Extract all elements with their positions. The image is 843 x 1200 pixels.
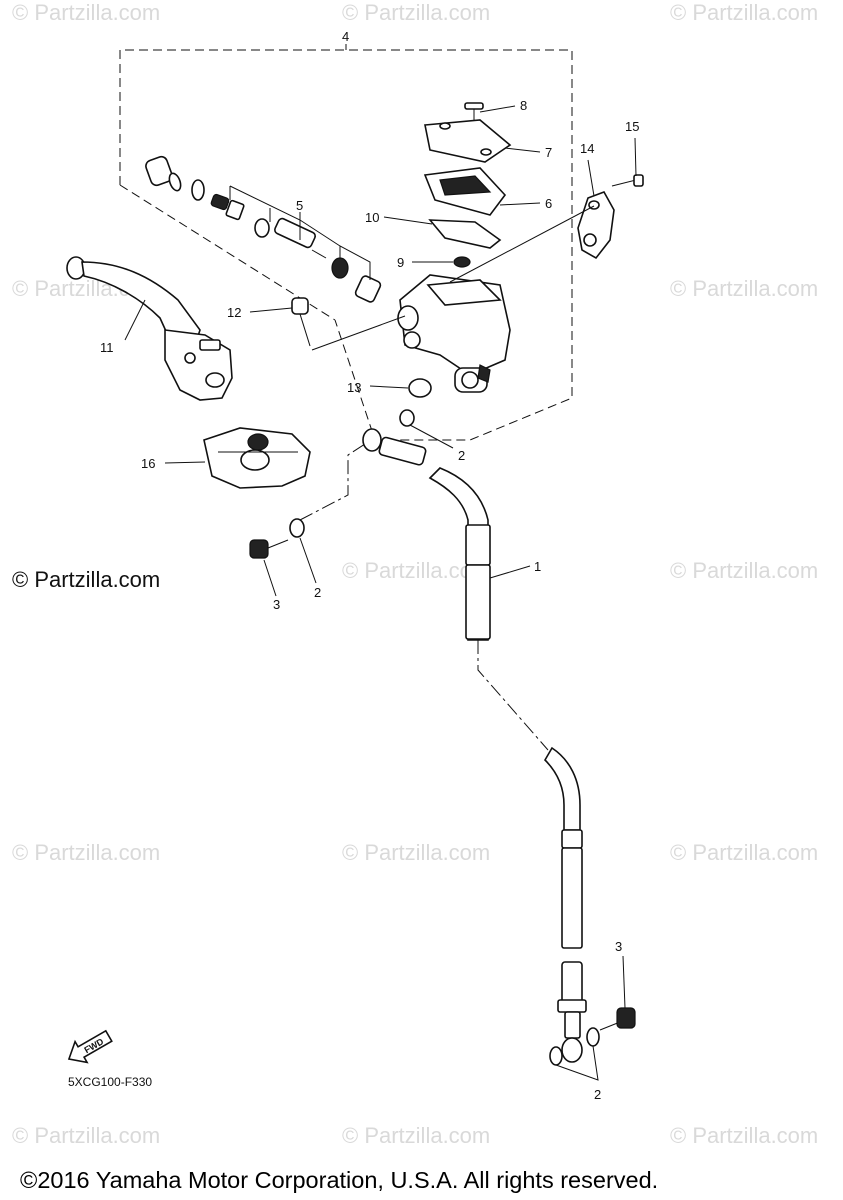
watermark: © Partzilla.com [342, 840, 490, 865]
watermark: © Partzilla.com [670, 0, 818, 25]
leader-lines [124, 105, 637, 1009]
brake-hose [362, 409, 587, 1039]
watermark: © Partzilla.com [12, 840, 160, 865]
watermark-prominent: © Partzilla.com [12, 567, 160, 592]
clamp-and-bolt [449, 174, 644, 283]
callout-15: 15 [625, 119, 639, 134]
watermark-layer: © Partzilla.com © Partzilla.com © Partzi… [12, 0, 818, 1148]
callout-6: 6 [545, 196, 552, 211]
watermark: © Partzilla.com [670, 276, 818, 301]
callout-3: 3 [615, 939, 622, 954]
copyright-notice: ©2016 Yamaha Motor Corporation, U.S.A. A… [20, 1167, 658, 1193]
pivot-bolt [291, 297, 406, 351]
callout-14: 14 [580, 141, 594, 156]
lever-cover [203, 427, 311, 489]
callout-1: 1 [534, 559, 541, 574]
callout-2: 2 [458, 448, 465, 463]
callout-5: 5 [296, 198, 303, 213]
callout-3: 3 [273, 597, 280, 612]
callout-4: 4 [342, 29, 349, 44]
watermark: © Partzilla.com [670, 840, 818, 865]
callout-16: 16 [141, 456, 155, 471]
upper-union-bolt [249, 441, 369, 559]
watermark: © Partzilla.com [12, 1123, 160, 1148]
diagram-code: 5XCG100-F330 [68, 1075, 152, 1089]
callout-labels: 1 2 2 2 3 3 4 5 6 7 8 9 10 11 12 13 14 1… [100, 29, 639, 1102]
watermark: © Partzilla.com [342, 1123, 490, 1148]
watermark: © Partzilla.com [12, 0, 160, 25]
callout-11: 11 [100, 340, 114, 355]
lower-union-bolt [549, 1007, 636, 1081]
callout-12: 12 [227, 305, 241, 320]
brake-lever [66, 256, 233, 401]
callout-2: 2 [314, 585, 321, 600]
master-cylinder-body [397, 274, 511, 393]
callout-7: 7 [545, 145, 552, 160]
reservoir-parts [423, 102, 512, 268]
callout-9: 9 [397, 255, 404, 270]
washer [408, 378, 432, 398]
callout-13: 13 [347, 380, 361, 395]
callout-8: 8 [520, 98, 527, 113]
watermark: © Partzilla.com [670, 558, 818, 583]
watermark: © Partzilla.com [342, 0, 490, 25]
callout-2: 2 [594, 1087, 601, 1102]
callout-10: 10 [365, 210, 379, 225]
watermark: © Partzilla.com [670, 1123, 818, 1148]
piston-kit-parts [145, 155, 382, 303]
fwd-arrow-icon: FWD [67, 1029, 113, 1064]
